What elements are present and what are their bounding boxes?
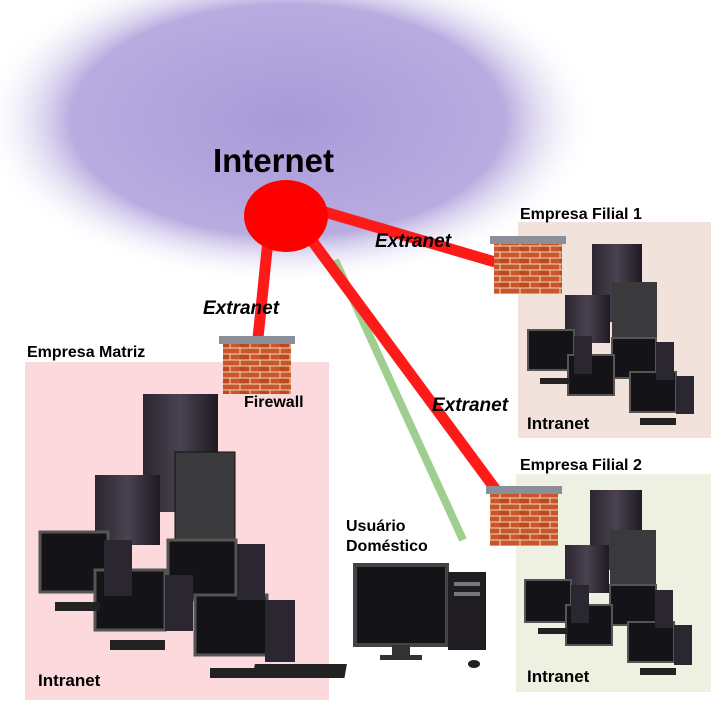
matriz-title: Empresa Matriz <box>27 344 146 361</box>
home-user-label-line2: Doméstico <box>346 538 428 555</box>
keyboard-icon <box>540 378 570 384</box>
pc-tower-icon <box>674 625 692 665</box>
pc-tower-icon <box>656 342 674 380</box>
firewall-label: Firewall <box>244 394 304 411</box>
extranet-label-matriz: Extranet <box>203 298 280 319</box>
filial1-title: Empresa Filial 1 <box>520 206 642 223</box>
matriz-intranet-label: Intranet <box>38 671 101 690</box>
filial2-intranet-label: Intranet <box>527 667 590 686</box>
matriz-equipment <box>38 394 295 678</box>
extranet-link-filial1 <box>316 204 497 268</box>
pc-tower-icon <box>104 540 132 596</box>
pc-tower-icon <box>571 585 589 623</box>
extranet-link-filial2 <box>305 234 501 494</box>
monitor-icon <box>353 563 449 647</box>
monitor-icon <box>527 329 575 371</box>
pc-tower-icon <box>237 544 265 600</box>
keyboard-icon <box>55 602 100 611</box>
keyboard-icon <box>538 628 568 634</box>
keyboard-icon <box>252 664 347 678</box>
home-user-label-line1: Usuário <box>346 518 406 535</box>
internet-label: Internet <box>213 142 335 179</box>
monitor-icon <box>627 621 675 663</box>
keyboard-icon <box>210 668 270 678</box>
filial2-title: Empresa Filial 2 <box>520 457 642 474</box>
firewall-icon <box>486 486 562 546</box>
pc-tower-icon <box>265 600 295 662</box>
extranet-label-filial1: Extranet <box>375 231 452 252</box>
mouse-icon <box>468 660 480 668</box>
server-icon <box>174 451 236 543</box>
filial2-equipment <box>524 490 692 675</box>
monitor-icon <box>524 579 572 623</box>
pc-tower-icon <box>574 336 592 374</box>
internet-hub <box>244 180 328 252</box>
server-icon <box>612 282 657 344</box>
firewall-icon <box>490 236 566 294</box>
pc-tower-icon <box>165 575 193 631</box>
extranet-link-matriz <box>252 239 274 339</box>
keyboard-icon <box>640 418 676 425</box>
keyboard-icon <box>110 640 165 650</box>
server-icon <box>610 530 656 592</box>
monitor-icon <box>193 593 269 657</box>
home-user-equipment <box>252 563 486 678</box>
extranet-label-filial2: Extranet <box>432 395 509 416</box>
pc-tower-icon <box>655 590 673 628</box>
keyboard-icon <box>640 668 676 675</box>
cloud-icon <box>0 0 598 285</box>
monitor-icon <box>609 584 657 626</box>
pc-tower-icon <box>676 376 694 414</box>
filial1-intranet-label: Intranet <box>527 414 590 433</box>
firewall-icon <box>219 336 295 394</box>
filial1-equipment <box>527 244 694 425</box>
